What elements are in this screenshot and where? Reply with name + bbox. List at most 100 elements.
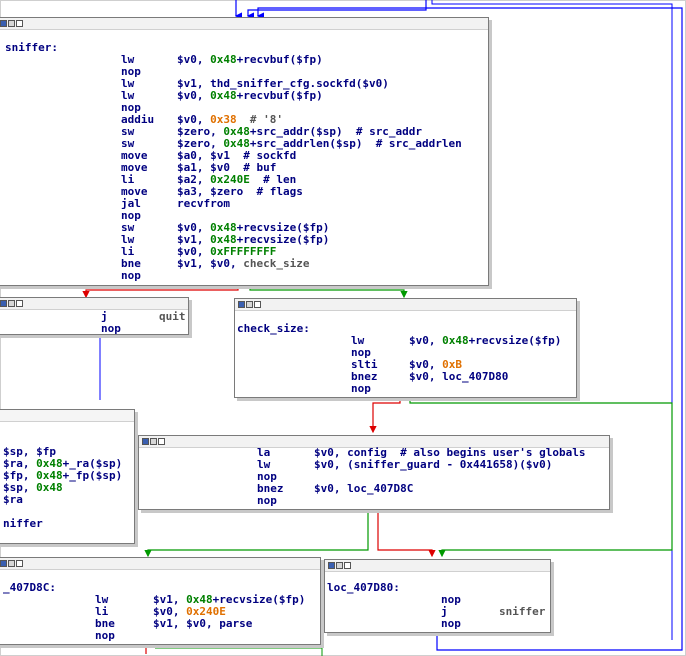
- instruction-operands[interactable]: $v0, 0x240E: [153, 606, 226, 618]
- instruction-mnemonic[interactable]: move: [121, 161, 148, 174]
- instruction-mnemonic[interactable]: jal: [121, 197, 141, 210]
- instruction-mnemonic[interactable]: lw: [257, 458, 271, 471]
- instruction-mnemonic[interactable]: lw: [121, 77, 135, 90]
- instruction-mnemonic[interactable]: lw: [121, 89, 135, 102]
- instruction-mnemonic[interactable]: bnez: [351, 370, 378, 383]
- instruction-operands[interactable]: $fp, 0x48+_fp($sp): [3, 470, 122, 482]
- instruction-operands[interactable]: $v0, 0xFFFFFFFF: [177, 246, 276, 258]
- graph-node-icon-c[interactable]: [16, 300, 23, 307]
- instruction-operands[interactable]: $v0, (sniffer_guard - 0x441658)($v0): [314, 459, 552, 471]
- instruction-operands[interactable]: $zero, 0x48+src_addr($sp) # src_addr: [177, 126, 422, 138]
- instruction-mnemonic[interactable]: lw: [351, 334, 365, 347]
- instruction-mnemonic[interactable]: nop: [121, 209, 141, 222]
- graph-node-icon-a[interactable]: [0, 20, 7, 27]
- instruction-mnemonic[interactable]: nop: [121, 269, 141, 282]
- graph-node-icon-c[interactable]: [254, 301, 261, 308]
- instruction-mnemonic[interactable]: bnez: [257, 482, 284, 495]
- graph-node-icon-a[interactable]: [238, 301, 245, 308]
- node-quit[interactable]: j quit nop: [0, 297, 189, 335]
- instruction-operands[interactable]: sniffer: [499, 606, 545, 618]
- instruction-mnemonic[interactable]: nop: [257, 470, 277, 483]
- instruction-mnemonic[interactable]: slti: [351, 358, 378, 371]
- instruction-operands[interactable]: $a1, $v0 # buf: [177, 162, 276, 174]
- instruction-operands[interactable]: $sp, 0x48: [3, 482, 63, 494]
- instruction-operands[interactable]: $v1, thd_sniffer_cfg.sockfd($v0): [177, 78, 389, 90]
- instruction-mnemonic[interactable]: nop: [121, 65, 141, 78]
- instruction-operands[interactable]: $v0, 0x38 # '8': [177, 114, 283, 126]
- instruction-mnemonic[interactable]: lw: [121, 53, 135, 66]
- block-label[interactable]: loc_407D80:: [327, 581, 400, 594]
- instruction-mnemonic[interactable]: lw: [121, 233, 135, 246]
- instruction-mnemonic[interactable]: la: [257, 446, 271, 459]
- instruction-mnemonic[interactable]: j: [101, 310, 108, 323]
- instruction-operands[interactable]: $sp, $fp: [3, 446, 56, 458]
- instruction-mnemonic[interactable]: j: [441, 605, 448, 618]
- instruction-operands[interactable]: $v1, 0x48+recvsize($fp): [177, 234, 329, 246]
- instruction-operands[interactable]: $ra: [3, 494, 23, 506]
- instruction-mnemonic[interactable]: move: [121, 185, 148, 198]
- instruction-mnemonic[interactable]: move: [121, 149, 148, 162]
- instruction-operands[interactable]: $v1, $v0, check_size: [177, 258, 309, 270]
- instruction-mnemonic[interactable]: sw: [121, 125, 135, 138]
- instruction-mnemonic[interactable]: nop: [351, 346, 371, 359]
- graph-node-icon-a[interactable]: [142, 438, 149, 445]
- instruction-operands[interactable]: $a3, $zero # flags: [177, 186, 303, 198]
- instruction-operands[interactable]: $v0, 0x48+recvsize($fp): [177, 222, 329, 234]
- node-loc-407d8c[interactable]: _407D8C: lw $v1, 0x48+recvsize($fp) li $v0,…: [0, 557, 321, 645]
- instruction-mnemonic[interactable]: addiu: [121, 113, 155, 126]
- instruction-mnemonic[interactable]: li: [121, 173, 135, 186]
- graph-node-icon-a[interactable]: [328, 562, 335, 569]
- instruction-mnemonic[interactable]: nop: [121, 101, 141, 114]
- instruction-operands[interactable]: $v0, 0x48+recvsize($fp): [409, 335, 561, 347]
- graph-node-icon-b[interactable]: [8, 20, 15, 27]
- instruction-operands[interactable]: $a0, $v1 # sockfd: [177, 150, 296, 162]
- instruction-mnemonic[interactable]: nop: [95, 629, 115, 642]
- graph-node-icon-c[interactable]: [16, 20, 23, 27]
- instruction-operands[interactable]: $ra, 0x48+_ra($sp): [3, 458, 122, 470]
- instruction-operands[interactable]: $v0, 0xB: [409, 359, 462, 371]
- graph-node-icon-b[interactable]: [8, 560, 15, 567]
- graph-node-icon-b[interactable]: [246, 301, 253, 308]
- instruction-mnemonic[interactable]: nop: [257, 494, 277, 507]
- instruction-operands[interactable]: recvfrom: [177, 198, 230, 210]
- graph-node-icon-b[interactable]: [8, 300, 15, 307]
- instruction-operands[interactable]: $v0, loc_407D80: [409, 371, 508, 383]
- node-header: [0, 410, 134, 422]
- instruction-mnemonic[interactable]: nop: [101, 322, 121, 335]
- block-label[interactable]: check_size:: [237, 322, 310, 335]
- instruction-mnemonic[interactable]: li: [121, 245, 135, 258]
- instruction-mnemonic[interactable]: sw: [121, 221, 135, 234]
- instruction-mnemonic[interactable]: sw: [121, 137, 135, 150]
- instruction-mnemonic[interactable]: nop: [441, 593, 461, 606]
- graph-node-icon-a[interactable]: [0, 300, 7, 307]
- instruction-mnemonic[interactable]: nop: [441, 617, 461, 630]
- instruction-operands[interactable]: $a2, 0x240E # len: [177, 174, 296, 186]
- instruction-mnemonic[interactable]: li: [95, 605, 109, 618]
- instruction-mnemonic[interactable]: nop: [351, 382, 371, 395]
- graph-node-icon-c[interactable]: [158, 438, 165, 445]
- instruction-operands[interactable]: $v0, loc_407D8C: [314, 483, 413, 495]
- block-label[interactable]: sniffer:: [5, 41, 58, 54]
- node-epilogue[interactable]: $sp, $fp$ra, 0x48+_ra($sp)$fp, 0x48+_fp(…: [0, 409, 135, 544]
- node-check-size[interactable]: check_size: lw $v0, 0x48+recvsize($fp) nop…: [234, 298, 577, 398]
- instruction-operands[interactable]: $zero, 0x48+src_addrlen($sp) # src_addrl…: [177, 138, 462, 150]
- graph-node-icon-b[interactable]: [336, 562, 343, 569]
- instruction-operands[interactable]: $v0, config # also begins user's globals: [314, 447, 586, 459]
- graph-node-icon-c[interactable]: [16, 560, 23, 567]
- instruction-operands[interactable]: $v0, 0x48+recvbuf($fp): [177, 54, 323, 66]
- node-config[interactable]: la $v0, config # also begins user's globa…: [138, 435, 610, 510]
- graph-node-icon-a[interactable]: [0, 560, 7, 567]
- graph-node-icon-c[interactable]: [344, 562, 351, 569]
- instruction-operands[interactable]: $v1, 0x48+recvsize($fp): [153, 594, 305, 606]
- instruction-mnemonic[interactable]: lw: [95, 593, 109, 606]
- instruction-operands[interactable]: niffer: [3, 518, 43, 530]
- instruction-mnemonic[interactable]: bne: [95, 617, 115, 630]
- instruction-mnemonic[interactable]: bne: [121, 257, 141, 270]
- instruction-operands[interactable]: $v0, 0x48+recvbuf($fp): [177, 90, 323, 102]
- graph-node-icon-b[interactable]: [150, 438, 157, 445]
- instruction-operands[interactable]: $v1, $v0, parse: [153, 618, 252, 630]
- instruction-operands[interactable]: quit: [159, 311, 186, 323]
- block-label[interactable]: _407D8C:: [3, 581, 56, 594]
